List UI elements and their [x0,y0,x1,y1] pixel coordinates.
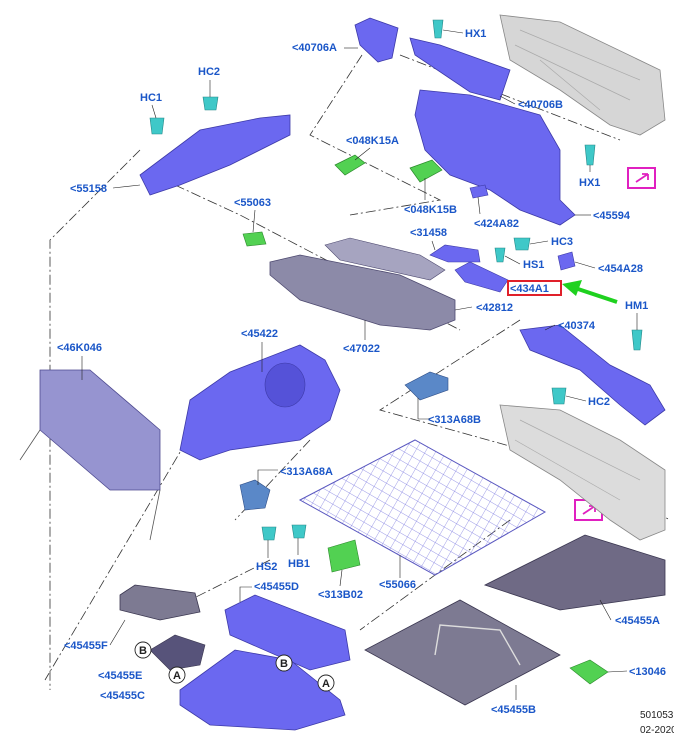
label-40374: <40374 [558,320,596,332]
callout-a-1-text: A [173,670,181,682]
label-42812: <42812 [476,302,513,314]
clip-hc3 [513,237,531,251]
part-048k15a [334,154,366,176]
part-13046 [569,659,609,685]
label-40706b: <40706B [518,99,563,111]
label-45455a: <45455A [615,615,660,627]
callout-b-2-text: B [280,658,288,670]
clip-hm1 [631,329,643,351]
callout-a-2: A [317,674,335,692]
part-313b02 [327,539,361,573]
clip-hc2-right [551,387,567,405]
part-45455a [483,534,666,611]
part-labels: HX1 <40706A <40706B HC2 HC1 <048K15A <04… [57,28,666,716]
part-46k046 [39,369,161,491]
label-454a28: <454A28 [598,263,643,275]
label-424a82: <424A82 [474,218,519,230]
clip-hb1 [291,524,307,539]
part-45455c [179,649,346,731]
part-42812 [324,237,446,281]
label-hb1: HB1 [288,558,310,570]
callout-b-1: B [134,641,152,659]
label-55158: <55158 [70,183,107,195]
label-55063: <55063 [234,197,271,209]
callout-b-1-text: B [139,645,147,657]
highlight-box [507,280,562,296]
part-55066 [298,439,547,576]
label-45455f: <45455F [64,640,108,652]
label-45455e: <45455E [98,670,142,682]
part-55158 [139,114,291,196]
speaker-opening [264,362,306,408]
footer-code: 501053 [640,710,674,721]
label-313a68a: <313A68A [280,466,333,478]
clip-hc2-top [202,96,219,111]
part-048k15b [409,159,443,183]
part-45455d [224,594,351,671]
callout-b-2: B [275,654,293,672]
label-45422: <45422 [241,328,278,340]
part-424a82 [469,184,489,199]
part-45455f [119,584,201,621]
mat-strip [434,624,521,666]
label-hs1: HS1 [523,259,544,271]
label-hx1-right: HX1 [579,177,600,189]
clip-hx1-right [584,144,596,166]
label-313b02: <313B02 [318,589,363,601]
part-40706b [409,37,511,101]
label-hc2-top: HC2 [198,66,220,78]
part-40374 [519,324,666,426]
part-45455e [149,634,206,671]
part-45455b [364,599,561,706]
label-31458: <31458 [410,227,447,239]
label-leaders [81,29,638,700]
direction-marker-upper [627,167,656,189]
label-hs2: HS2 [256,561,277,573]
label-40706a: <40706A [292,42,337,54]
part-45594 [414,89,576,226]
label-45455b: <45455B [491,704,536,716]
floor-panel-upper [499,14,666,136]
label-hc3: HC3 [551,236,573,248]
clip-hs1 [494,247,506,263]
label-13046: <13046 [629,666,666,678]
callout-a-2-text: A [322,678,330,690]
label-048k15b: <048K15B [404,204,457,216]
part-55063 [242,231,267,247]
label-45455d: <45455D [254,581,299,593]
part-47022 [269,254,456,331]
clip-hx1-top [432,19,444,39]
highlight-arrow [562,280,618,304]
part-313a68a [239,479,271,511]
clip-hs2 [261,526,277,541]
label-45455c: <45455C [100,690,145,702]
label-hc1: HC1 [140,92,162,104]
label-46k046: <46K046 [57,342,102,354]
label-048k15a: <048K15A [346,135,399,147]
shade-rails [19,429,161,541]
label-hm1: HM1 [625,300,648,312]
part-454a28 [557,251,576,271]
callout-a-1: A [168,666,186,684]
footer-date: 02-2020 [640,725,674,736]
label-313a68b: <313A68B [428,414,481,426]
label-434a1: <434A1 [510,283,549,295]
part-31458 [429,244,481,263]
part-434a1 [454,261,509,293]
label-47022: <47022 [343,343,380,355]
part-40706a [354,17,399,63]
label-hx1-top: HX1 [465,28,486,40]
clip-hc1 [149,117,165,135]
part-313a68b [404,371,449,401]
part-45422 [179,344,341,461]
label-45594: <45594 [593,210,631,222]
label-hc2-right: HC2 [588,396,610,408]
label-55066: <55066 [379,579,416,591]
floor-panel-lower [499,404,666,541]
